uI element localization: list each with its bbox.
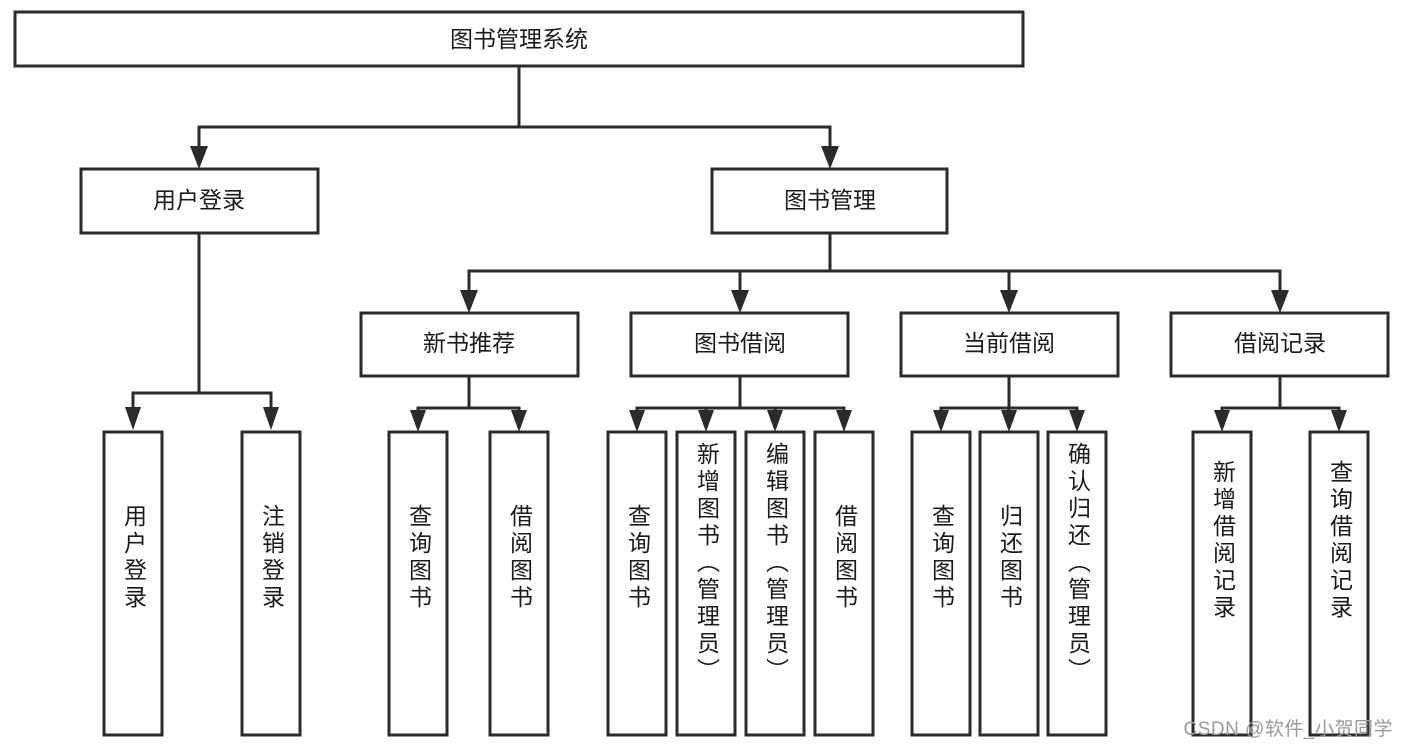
arrow-to-new-book-recommend bbox=[460, 290, 478, 313]
node-new-book-recommend-label: 新书推荐 bbox=[423, 330, 515, 356]
arrow-br-leaf-1 bbox=[1214, 410, 1230, 432]
csdn-watermark: CSDN @软件_小贺同学 bbox=[1183, 719, 1393, 740]
leaf-br-1-box[interactable] bbox=[1308, 430, 1370, 737]
node-book-mgmt-box[interactable] bbox=[710, 167, 949, 235]
leaf-user-login-0-box[interactable] bbox=[102, 430, 164, 737]
arrow-bb-leaf-3 bbox=[767, 410, 783, 432]
arrow-cb-leaf-2 bbox=[1001, 410, 1017, 432]
leaf-bb-2-box[interactable] bbox=[744, 430, 806, 737]
leaf-user-login-1-box[interactable] bbox=[240, 430, 302, 737]
node-book-borrow-box[interactable] bbox=[629, 311, 850, 378]
arrow-nbr-leaf-1 bbox=[410, 410, 426, 432]
arrow-to-current-borrow bbox=[1000, 290, 1018, 313]
arrow-bb-leaf-1 bbox=[629, 410, 645, 432]
node-user-login-label: 用户登录 bbox=[153, 187, 245, 213]
arrow-cb-leaf-1 bbox=[933, 410, 949, 432]
arrow-user-login-leaf-1 bbox=[125, 407, 141, 430]
node-borrow-record-box[interactable] bbox=[1169, 311, 1390, 378]
arrow-user-login-leaf-2 bbox=[263, 407, 279, 430]
arrow-cb-leaf-3 bbox=[1069, 410, 1085, 432]
leaf-cb-0-box[interactable] bbox=[910, 430, 972, 737]
leaf-br-0-box[interactable] bbox=[1191, 430, 1253, 737]
node-book-mgmt-label: 图书管理 bbox=[784, 187, 876, 213]
arrow-root-to-book-mgmt bbox=[821, 146, 839, 169]
arrow-bb-leaf-4 bbox=[836, 410, 852, 432]
leaf-cb-1-box[interactable] bbox=[978, 430, 1040, 737]
arrow-br-leaf-2 bbox=[1331, 410, 1347, 432]
node-new-book-recommend-box[interactable] bbox=[359, 311, 580, 378]
arrow-bb-leaf-2 bbox=[698, 410, 714, 432]
node-current-borrow-box[interactable] bbox=[899, 311, 1120, 378]
leaf-cb-2-box[interactable] bbox=[1046, 430, 1108, 737]
leaf-nbr-1-box[interactable] bbox=[488, 430, 550, 737]
arrow-nbr-leaf-2 bbox=[511, 410, 527, 432]
leaf-bb-1-box[interactable] bbox=[675, 430, 737, 737]
node-borrow-record-label: 借阅记录 bbox=[1234, 330, 1326, 356]
node-current-borrow-label: 当前借阅 bbox=[963, 330, 1055, 356]
arrow-to-book-borrow bbox=[731, 290, 749, 313]
leaf-bb-3-box[interactable] bbox=[813, 430, 875, 737]
node-root-box[interactable] bbox=[13, 10, 1025, 68]
leaf-bb-0-box[interactable] bbox=[606, 430, 668, 737]
node-book-borrow-label: 图书借阅 bbox=[694, 330, 786, 356]
node-root-label: 图书管理系统 bbox=[450, 26, 588, 52]
leaf-nbr-0-box[interactable] bbox=[387, 430, 449, 737]
arrow-root-to-user-login bbox=[190, 146, 208, 169]
arrow-to-borrow-record bbox=[1271, 290, 1289, 313]
